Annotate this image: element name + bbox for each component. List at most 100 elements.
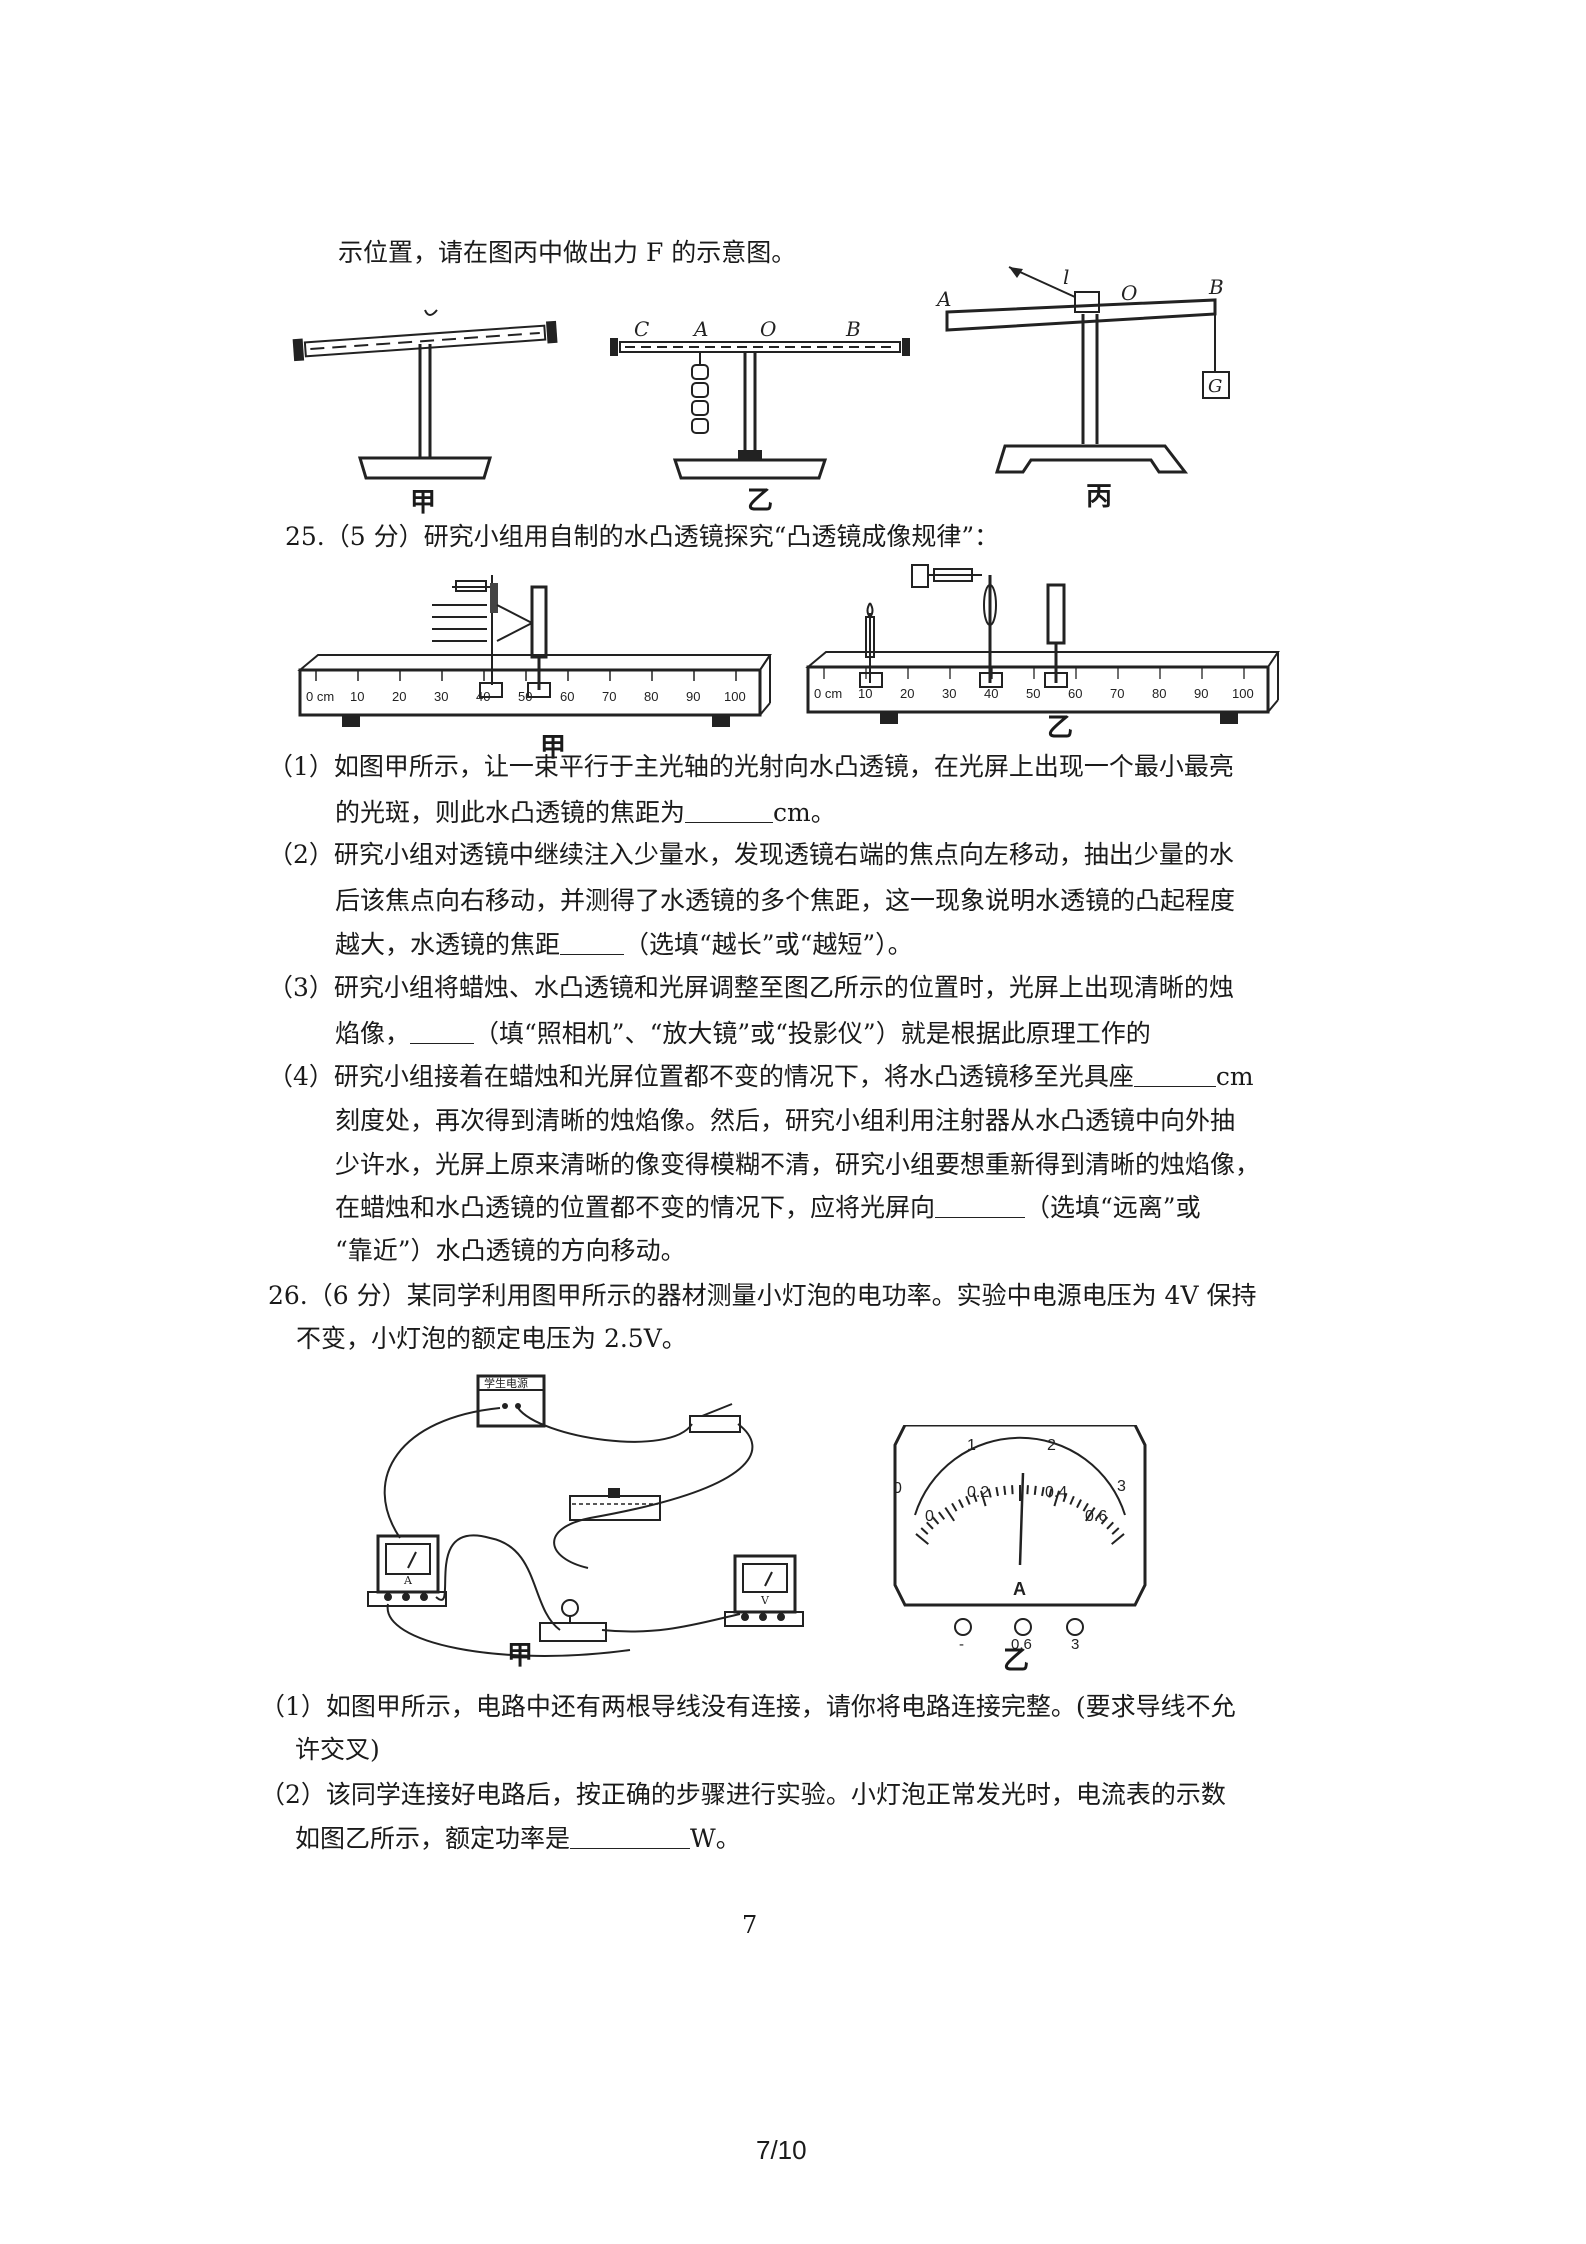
meter-tick — [920, 1527, 929, 1535]
scale-yi-40: 40 — [984, 686, 998, 701]
q26-title-a: 26.（6 分）某同学利用图甲所示的器材测量小灯泡的电功率。实验中电源电压为 4… — [268, 1281, 1257, 1310]
terminal-minus: - — [959, 1636, 964, 1650]
answer-blank-device[interactable] — [410, 1021, 475, 1044]
q26-title-b: 不变，小灯泡的额定电压为 2.5V。 — [296, 1324, 687, 1353]
scale-yi-90: 90 — [1194, 686, 1208, 701]
answer-blank-rated-power[interactable] — [570, 1826, 691, 1849]
scale-jia-100: 100 — [724, 689, 746, 704]
meter-tick — [958, 1499, 964, 1509]
small-scale-0: 0 — [925, 1508, 934, 1525]
scale-yi-70: 70 — [1110, 686, 1124, 701]
scale-yi-20: 20 — [900, 686, 914, 701]
small-scale-02: 0.2 — [967, 1484, 989, 1501]
q26-p1b: 许交叉) — [295, 1735, 380, 1764]
big-scale-3: 3 — [1117, 1478, 1126, 1495]
ammeter-face-yi: 0 1 2 3 0 0.2 0.4 0.6 A - 0.6 3 — [893, 1425, 1147, 1650]
lever-figure-jia — [292, 309, 558, 480]
fig-caption-bing-24: 丙 — [1086, 482, 1113, 512]
meter-tick — [1085, 1507, 1096, 1522]
meter-unit-A: A — [1013, 1579, 1026, 1599]
scale-yi-60: 60 — [1068, 686, 1082, 701]
scale-jia-40: 40 — [476, 689, 490, 704]
meter-tick — [931, 1516, 940, 1525]
voltmeter-label: V — [760, 1594, 770, 1607]
scale-jia-30: 30 — [434, 689, 448, 704]
meter-tick — [1106, 1521, 1114, 1530]
footer-page-indicator: 7/10 — [756, 2135, 807, 2165]
label-C: C — [634, 317, 649, 341]
answer-blank-focal-change[interactable] — [560, 932, 625, 955]
terminal-06: 0.6 — [1011, 1636, 1032, 1650]
q25-p2b: 后该焦点向右移动，并测得了水透镜的多个焦距，这一现象说明水透镜的凸起程度 — [335, 886, 1236, 915]
optical-bench-yi: 0 cm 10 20 30 40 50 60 70 80 90 100 — [805, 564, 1280, 724]
lever-figure-yi: C A O B — [610, 317, 910, 480]
label-B2: B — [1208, 275, 1224, 299]
fig-caption-yi-26: 乙 — [1003, 1646, 1030, 1676]
meter-tick — [1100, 1516, 1109, 1525]
q26-p2a: （2）该同学连接好电路后，按正确的步骤进行实验。小灯泡正常发光时，电流表的示数 — [260, 1780, 1226, 1809]
scale-yi-30: 30 — [942, 686, 956, 701]
meter-tick — [1111, 1527, 1120, 1535]
q25-p3a: （3）研究小组将蜡烛、水凸透镜和光屏调整至图乙所示的位置时，光屏上出现清晰的烛 — [268, 973, 1234, 1002]
label-B: B — [845, 317, 861, 341]
answer-blank-screen-direction[interactable] — [935, 1195, 1026, 1218]
meter-tick — [926, 1521, 934, 1530]
q24-tail-text: 示位置，请在图丙中做出力 F 的示意图。 — [338, 238, 797, 267]
scale-jia-0: 0 cm — [306, 689, 334, 704]
scale-yi-10: 10 — [858, 686, 872, 701]
meter-tick — [1111, 1533, 1125, 1545]
label-O: O — [760, 317, 776, 341]
meter-tick — [1082, 1502, 1089, 1512]
q25-p4b: 刻度处，再次得到清晰的烛焰像。然后，研究小组利用注射器从水凸透镜中向外抽 — [335, 1106, 1236, 1135]
fig-caption-jia-26: 甲 — [507, 1641, 534, 1671]
answer-blank-focal-length[interactable] — [685, 800, 774, 823]
meter-tick — [1003, 1485, 1007, 1495]
label-G: G — [1208, 376, 1222, 397]
meter-tick — [1062, 1492, 1068, 1503]
label-l: l — [1063, 265, 1069, 289]
fig-caption-yi-25: 乙 — [1047, 713, 1074, 743]
scale-yi-50: 50 — [1026, 686, 1040, 701]
terminal-3: 3 — [1071, 1636, 1079, 1650]
scale-jia-20: 20 — [392, 689, 406, 704]
small-scale-06: 0.6 — [1085, 1508, 1107, 1525]
fig-caption-yi-24: 乙 — [747, 486, 774, 516]
optical-bench-jia: 0 cm 10 20 30 40 50 60 70 80 90 100 — [297, 575, 772, 727]
scale-jia-80: 80 — [644, 689, 658, 704]
meter-tick — [1033, 1485, 1037, 1495]
meter-tick — [915, 1533, 929, 1545]
big-scale-0: 0 — [893, 1480, 902, 1497]
scale-jia-50: 50 — [518, 689, 532, 704]
q25-p4c: 少许水，光屏上原来清晰的像变得模糊不清，研究小组要想重新得到清晰的烛焰像， — [335, 1150, 1261, 1179]
answer-blank-lens-position[interactable] — [1133, 1064, 1216, 1087]
meter-tick — [1026, 1485, 1029, 1495]
circuit-figure-jia: 学生电源 A V — [367, 1374, 804, 1657]
q25-p4d: 在蜡烛和水凸透镜的位置都不变的情况下，应将光屏向（选填“远离”或 — [335, 1193, 1201, 1222]
page-number: 7 — [742, 1911, 758, 1939]
meter-tick — [972, 1492, 978, 1503]
meter-tick — [980, 1490, 987, 1507]
meter-tick — [944, 1507, 955, 1522]
scale-yi-0: 0 cm — [814, 686, 842, 701]
ammeter-label: A — [403, 1574, 413, 1587]
meter-tick — [1011, 1485, 1014, 1495]
big-scale-2: 2 — [1047, 1437, 1056, 1454]
q26-p1a: （1）如图甲所示，电路中还有两根导线没有连接，请你将电路连接完整。(要求导线不允 — [260, 1692, 1236, 1721]
scale-jia-90: 90 — [686, 689, 700, 704]
meter-tick — [995, 1486, 999, 1497]
q25-p2a: （2）研究小组对透镜中继续注入少量水，发现透镜右端的焦点向左移动，抽出少量的水 — [268, 840, 1234, 869]
fig-caption-jia-25: 甲 — [540, 733, 567, 763]
small-scale-04: 0.4 — [1045, 1484, 1067, 1501]
meter-tick — [1048, 1488, 1053, 1498]
scale-yi-100: 100 — [1232, 686, 1254, 701]
meter-tick — [1076, 1499, 1082, 1509]
meter-tick — [1069, 1495, 1075, 1505]
label-A: A — [692, 317, 708, 341]
meter-tick — [1041, 1486, 1045, 1497]
meter-tick — [1053, 1490, 1060, 1507]
meter-tick — [938, 1511, 946, 1520]
q25-p4e: “靠近”）水凸透镜的方向移动。 — [335, 1236, 686, 1265]
